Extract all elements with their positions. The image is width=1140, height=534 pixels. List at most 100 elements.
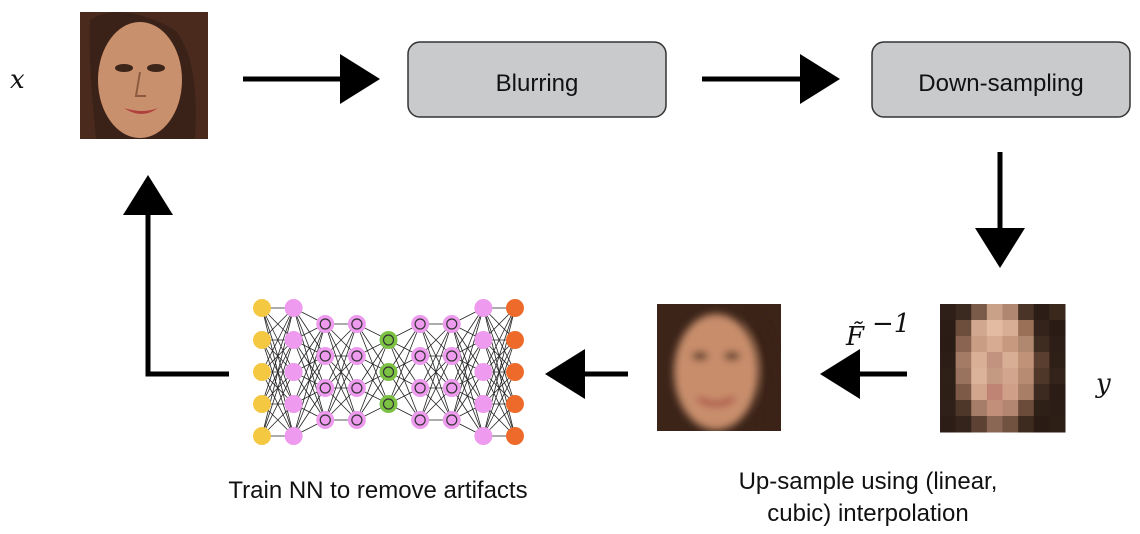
nn-node-ring	[319, 414, 331, 426]
nn-connection	[388, 355, 421, 405]
face-pixel	[940, 416, 957, 433]
nn-connection	[356, 339, 389, 389]
nn-node	[284, 395, 303, 413]
face-pixel	[971, 336, 988, 353]
nn-node	[506, 427, 524, 445]
face-pixel	[940, 304, 957, 321]
nn-node	[506, 363, 524, 381]
nn-node-ring	[446, 318, 458, 330]
inverse-operator-label: F̃ −1	[845, 309, 910, 352]
nn-node	[442, 347, 461, 365]
face-pixel	[1049, 352, 1066, 369]
nn-node-ring	[319, 382, 331, 394]
face-pixel	[1002, 320, 1019, 337]
nn-node	[506, 299, 524, 317]
face-pixel	[955, 304, 972, 321]
nn-connection	[419, 355, 453, 421]
nn-connection	[451, 307, 484, 389]
upsample-caption-line2: cubic) interpolation	[767, 500, 968, 527]
nn-node-ring	[446, 350, 458, 362]
input-variable-label: x	[10, 65, 25, 95]
face-pixel	[1002, 352, 1019, 369]
nn-node-ring	[382, 366, 395, 378]
nn-connection	[261, 339, 295, 437]
nn-connection	[324, 323, 358, 421]
nn-caption: Train NN to remove artifacts	[228, 477, 527, 504]
nn-connection	[451, 307, 484, 357]
nn-node	[442, 379, 461, 397]
nn-node-ring	[351, 350, 363, 362]
face-pixel	[986, 336, 1003, 353]
nn-node-ring	[351, 318, 363, 330]
nn-node-ring	[351, 414, 363, 426]
nn-node	[253, 427, 271, 445]
face-pixel	[1002, 304, 1019, 321]
nn-connection	[483, 371, 516, 437]
nn-node-ring	[414, 414, 426, 426]
face-pixel	[971, 304, 988, 321]
face-pixel	[955, 368, 972, 385]
nn-node	[506, 331, 524, 349]
face-pixel	[986, 384, 1003, 401]
face-pixel	[1049, 336, 1066, 353]
nn-node	[347, 347, 366, 365]
blurring-label: Blurring	[496, 70, 579, 97]
svg-text:F̃: F̃	[845, 321, 865, 352]
face-pixel	[986, 416, 1003, 433]
nn-connection	[261, 307, 295, 437]
nn-node	[347, 379, 366, 397]
lowres-face-image	[940, 304, 1066, 433]
nn-connection	[483, 307, 516, 373]
upsampled-face-image	[657, 304, 781, 431]
face-pixel	[1033, 416, 1050, 433]
svg-text:−1: −1	[872, 309, 910, 339]
face-pixel	[1033, 336, 1050, 353]
nn-node-ring	[382, 398, 395, 410]
nn-connection	[293, 387, 326, 437]
nn-node	[284, 299, 303, 317]
nn-node	[253, 395, 271, 413]
face-pixel	[1002, 416, 1019, 433]
face-pixel	[955, 384, 972, 401]
nn-connection	[419, 323, 453, 421]
face-pixel	[1049, 304, 1066, 321]
face-pixel	[940, 368, 957, 385]
nn-node-ring	[319, 318, 331, 330]
face-pixel	[1002, 336, 1019, 353]
nn-connection	[419, 323, 453, 389]
face-pixel	[1033, 368, 1050, 385]
nn-connection	[482, 307, 516, 405]
nn-node	[253, 363, 271, 381]
face-pixel	[1018, 336, 1035, 353]
nn-node-ring	[382, 334, 395, 346]
face-pixel	[1033, 400, 1050, 417]
downsampling-label: Down-sampling	[918, 70, 1083, 97]
face-pixel	[1018, 320, 1035, 337]
face-pixel	[986, 368, 1003, 385]
face-pixel	[1049, 320, 1066, 337]
face-pixel	[1018, 368, 1035, 385]
nn-node	[253, 299, 271, 317]
face-pixel	[1018, 304, 1035, 321]
nn-node	[379, 363, 398, 381]
nn-connection	[324, 355, 358, 421]
face-pixel	[1018, 384, 1035, 401]
face-pixel	[1002, 400, 1019, 417]
nn-node-ring	[414, 318, 426, 330]
nn-connection	[356, 371, 389, 421]
nn-node	[316, 315, 335, 333]
nn-connection	[324, 323, 358, 389]
face-pixel	[986, 304, 1003, 321]
nn-node-ring	[446, 382, 458, 394]
face-pixel	[971, 320, 988, 337]
face-pixel	[1033, 384, 1050, 401]
nn-connection	[293, 323, 326, 437]
nn-node	[411, 315, 430, 333]
nn-node-ring	[414, 382, 426, 394]
nn-connection	[261, 371, 294, 437]
nn-node	[347, 315, 366, 333]
neural-network	[253, 299, 524, 445]
nn-node	[284, 331, 303, 349]
nn-node	[474, 331, 493, 349]
